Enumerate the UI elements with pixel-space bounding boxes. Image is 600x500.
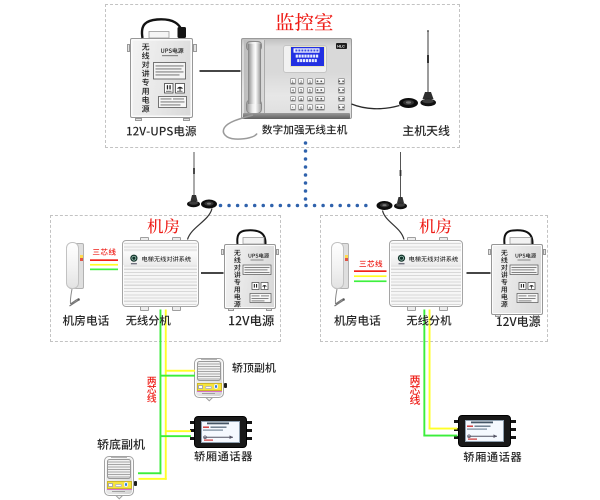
svg-text:2: 2 (300, 80, 302, 84)
svg-text:0: 0 (300, 106, 302, 110)
svg-text:6: 6 (309, 89, 311, 93)
svg-text:HLC: HLC (337, 44, 345, 48)
svg-text:#: # (309, 106, 311, 110)
svg-text:3: 3 (309, 80, 311, 84)
svg-text:7: 7 (292, 97, 294, 101)
svg-text:5: 5 (300, 89, 302, 93)
svg-text:*: * (292, 106, 294, 110)
svg-text:8: 8 (300, 97, 302, 101)
svg-text:9: 9 (309, 97, 311, 101)
svg-text:1: 1 (292, 80, 294, 84)
svg-text:4: 4 (292, 89, 294, 93)
